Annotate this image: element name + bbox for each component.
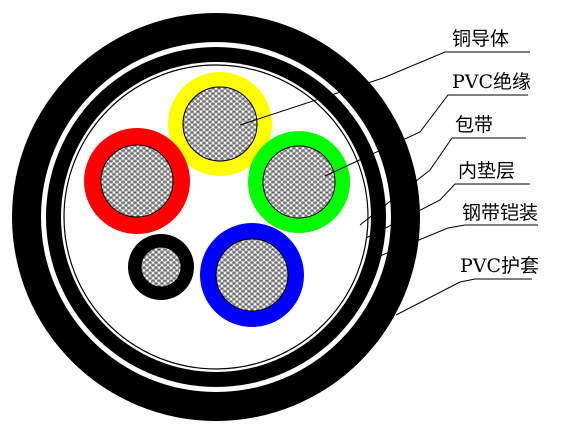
tape-ring <box>63 64 369 370</box>
leader-line-pvc-insulation <box>324 94 528 177</box>
leader-line-inner-liner <box>365 183 530 239</box>
leader-line-steel-tape-armor <box>374 224 538 259</box>
label-tape: 包带 <box>455 114 493 136</box>
core-red <box>84 128 190 234</box>
leader-line-tape <box>359 137 526 226</box>
leader-line-pvc-sheath <box>395 278 532 316</box>
core-black-small <box>128 234 194 300</box>
core-green <box>248 131 350 233</box>
leader-line-conductor <box>239 51 530 126</box>
core-yellow <box>168 72 272 176</box>
label-inner-liner: 内垫层 <box>458 160 515 182</box>
label-pvc-insulation: PVC绝缘 <box>452 71 531 93</box>
label-conductor: 铜导体 <box>452 28 509 50</box>
core-blue <box>200 223 304 327</box>
label-pvc-sheath: PVC护套 <box>460 255 539 277</box>
label-steel-tape-armor: 钢带铠装 <box>462 202 538 224</box>
